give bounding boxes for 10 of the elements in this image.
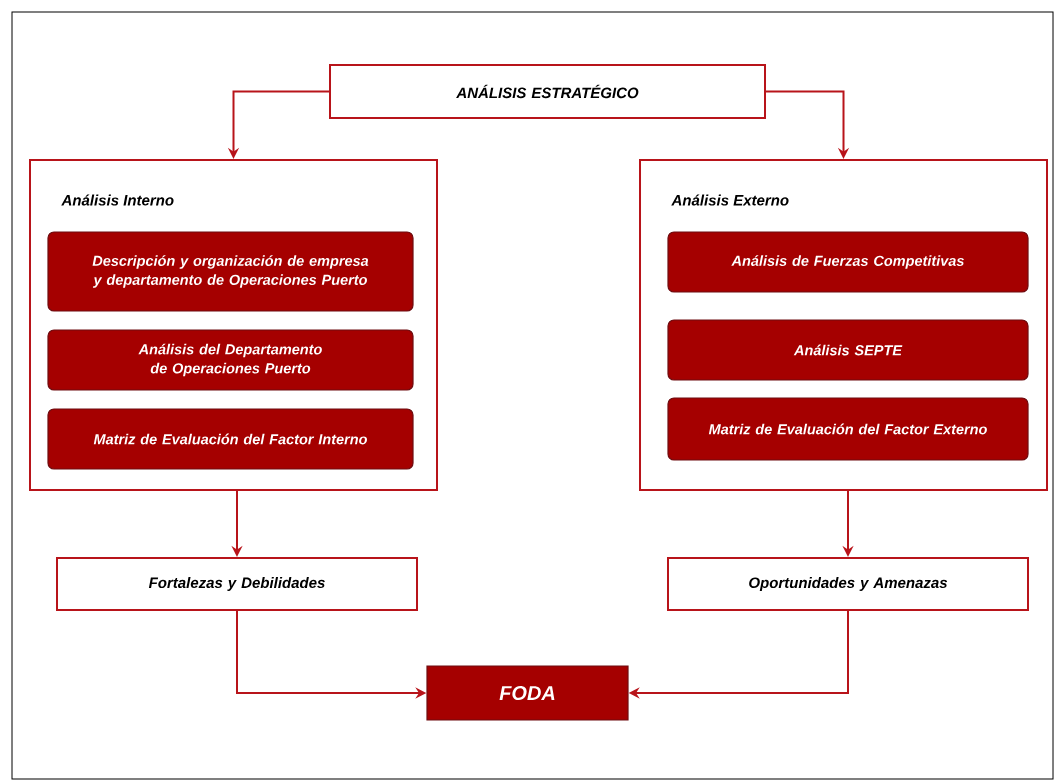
result-box: FODA — [426, 665, 629, 721]
step-box: Matriz de Evaluación del Factor Interno — [47, 408, 414, 470]
step-box: Matriz de Evaluación del Factor Externo — [667, 397, 1029, 461]
step-box: Análisis del Departamento de Operaciones Puerto — [47, 329, 414, 391]
step-box: Análisis de Fuerzas Competitivas — [667, 231, 1029, 293]
step-box: Análisis SEPTE — [667, 319, 1029, 381]
process-box: Oportunidades y Amenazas — [667, 557, 1029, 611]
step-box: Descripción y organización de empresa y departamento de Operaciones Puerto — [47, 231, 414, 312]
process-box: ANÁLISIS ESTRATÉGICO — [329, 64, 766, 119]
process-box: Fortalezas y Debilidades — [56, 557, 418, 611]
